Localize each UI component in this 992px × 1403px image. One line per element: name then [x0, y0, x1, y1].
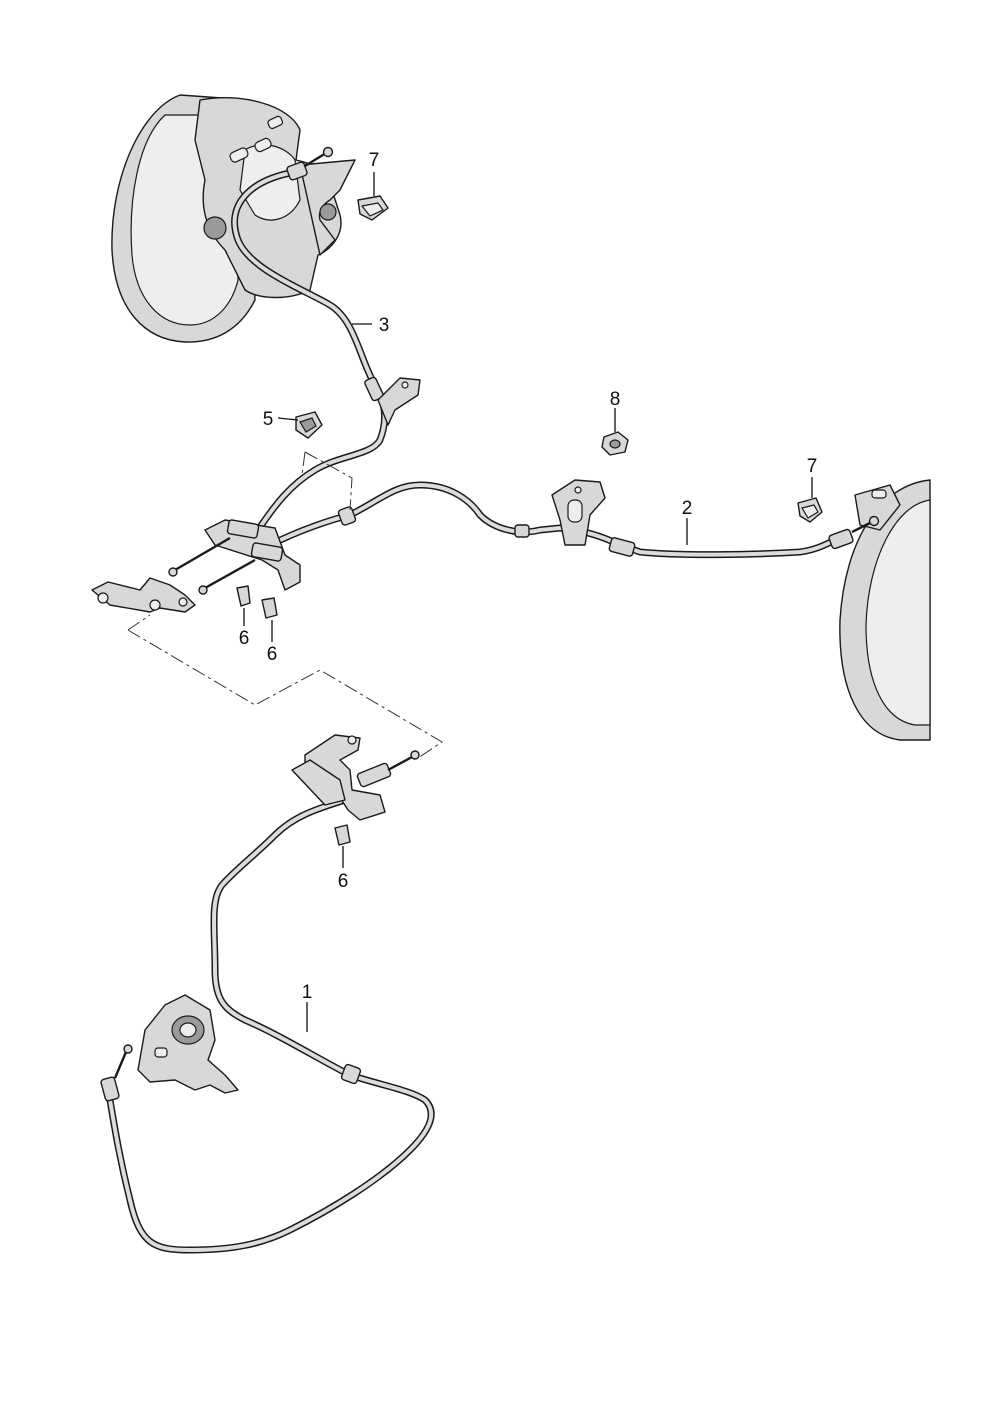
clip-6a	[236, 585, 251, 607]
equalizer-lower	[291, 734, 420, 821]
callout-1: 1	[302, 982, 313, 1003]
adjuster-sleeve	[226, 519, 260, 539]
cable-3-bracket	[377, 377, 421, 426]
flange-hole	[319, 203, 337, 221]
adjuster-sleeve	[250, 542, 284, 562]
hub-hole	[203, 216, 227, 240]
upper-left-brake-assembly	[111, 94, 356, 343]
callout-3: 3	[379, 315, 390, 336]
cable-1-end-fitting	[100, 1076, 120, 1102]
callout-5: 5	[263, 409, 274, 430]
cable-2-end-fitting	[828, 528, 854, 550]
clip-5	[295, 411, 323, 439]
callout-8: 8	[610, 389, 621, 410]
callout-6: 6	[338, 871, 349, 892]
clip-6b	[261, 597, 278, 619]
cable-3-nipple	[322, 146, 334, 158]
lower-bracket-flange	[291, 759, 346, 806]
callouts: 7 3 5 8 7 2 6 6 6 1	[239, 150, 818, 1003]
mount-bracket	[377, 377, 421, 426]
callout-6: 6	[239, 628, 250, 649]
clip-7-upper	[357, 195, 389, 221]
slot-hole	[229, 147, 249, 163]
callout-7: 7	[807, 456, 818, 477]
callout-2: 2	[682, 498, 693, 519]
clip-7-right	[797, 497, 823, 523]
cable-2-sleeve	[337, 506, 357, 526]
handbrake-lever-mount	[137, 994, 239, 1094]
right-cable-bracket	[854, 484, 901, 531]
slot-hole	[254, 137, 272, 153]
assembly-lines	[127, 451, 443, 759]
cable-3	[231, 146, 389, 534]
cable-1-nipple	[123, 1044, 133, 1054]
cable-3-end-fitting	[286, 161, 308, 181]
callout-6: 6	[267, 644, 278, 665]
clip-6c	[334, 824, 351, 846]
cable-2-nipple	[868, 515, 880, 527]
nut-8	[601, 431, 629, 456]
equalizer-upper	[168, 519, 301, 595]
cable-2-sleeve	[608, 537, 636, 557]
balance-lever	[91, 577, 196, 613]
cable-2-sleeve	[514, 524, 530, 538]
cable-2-bracket	[551, 479, 606, 546]
slot-hole	[267, 115, 284, 130]
cable-1-sleeve	[340, 1063, 362, 1085]
right-brake-assembly	[839, 479, 931, 741]
callout-7: 7	[369, 150, 380, 171]
adjuster-sleeve	[356, 762, 392, 788]
cable-2	[266, 481, 880, 559]
leader-lines	[243, 172, 813, 1032]
right-brake-drum-face	[865, 499, 931, 726]
bracket-slot	[871, 489, 887, 499]
cable-1	[100, 796, 435, 1254]
lever-plate	[91, 577, 196, 613]
